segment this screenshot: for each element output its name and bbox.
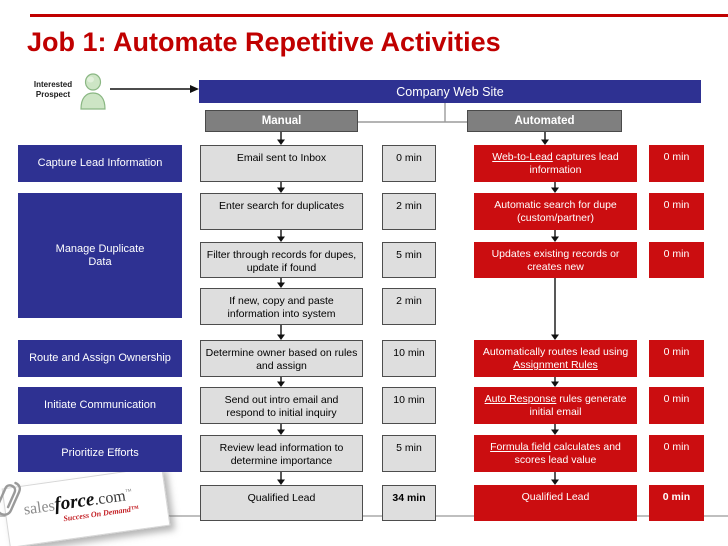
sidebar-item-manage-duplicates: Manage Duplicate Data — [18, 193, 182, 318]
manual-total-time: 34 min — [382, 485, 436, 521]
automated-step: Web-to-Lead captures lead information — [474, 145, 637, 182]
sidebar-item-route-assign: Route and Assign Ownership — [18, 340, 182, 377]
sidebar-item-prioritize-efforts: Prioritize Efforts — [18, 435, 182, 472]
manual-step: Enter search for duplicates — [200, 193, 363, 230]
page-title: Job 1: Automate Repetitive Activities — [27, 27, 501, 57]
automated-time: 0 min — [649, 340, 704, 377]
feature-link: Assignment Rules — [513, 359, 598, 371]
manual-step: Review lead information to determine imp… — [200, 435, 363, 472]
step-text: captures lead information — [529, 151, 619, 176]
manual-qualified-lead: Qualified Lead — [200, 485, 363, 521]
manual-step: If new, copy and paste information into … — [200, 288, 363, 325]
step-text: Qualified Lead — [521, 491, 590, 503]
automated-step: Auto Response rules generate initial ema… — [474, 387, 637, 424]
step-text: Automatically routes lead using — [482, 346, 629, 358]
manual-step: Determine owner based on rules and assig… — [200, 340, 363, 377]
manual-step: Send out intro email and respond to init… — [200, 387, 363, 424]
sidebar-item-capture-lead: Capture Lead Information — [18, 145, 182, 182]
automated-step: Automatically routes lead using Assignme… — [474, 340, 637, 377]
step-text: calculates and scores lead value — [514, 441, 621, 466]
logo-sales: sales — [22, 497, 56, 519]
logo-tm: ™ — [124, 488, 133, 497]
footer-divider — [0, 515, 728, 517]
salesforce-logo: salesforce.com™ Success On Demand™ — [0, 466, 171, 546]
feature-link: Auto Response — [484, 393, 557, 405]
manual-time: 5 min — [382, 435, 436, 472]
manual-time: 2 min — [382, 193, 436, 230]
step-text: Automatic search for dupe (custom/partne… — [494, 199, 617, 224]
automated-qualified-lead: Qualified Lead — [474, 485, 637, 521]
manual-time: 0 min — [382, 145, 436, 182]
automated-step: Updates existing records or creates new — [474, 242, 637, 278]
manual-step: Email sent to Inbox — [200, 145, 363, 182]
automated-time: 0 min — [649, 242, 704, 278]
step-text: Updates existing records or creates new — [491, 248, 620, 273]
automated-step: Formula field calculates and scores lead… — [474, 435, 637, 472]
paperclip-icon — [0, 481, 21, 516]
manual-time: 10 min — [382, 387, 436, 424]
title-rule — [30, 14, 728, 17]
feature-link: Formula field — [490, 441, 551, 453]
automated-total-time: 0 min — [649, 485, 704, 521]
manual-time: 2 min — [382, 288, 436, 325]
manual-column-header: Manual — [205, 110, 358, 132]
company-web-site-node: Company Web Site — [199, 80, 701, 103]
manual-time: 5 min — [382, 242, 436, 278]
person-icon — [80, 73, 106, 110]
automated-time: 0 min — [649, 145, 704, 182]
sidebar-item-initiate-communication: Initiate Communication — [18, 387, 182, 424]
automated-time: 0 min — [649, 193, 704, 230]
manual-time: 10 min — [382, 340, 436, 377]
prospect-label: Interested Prospect — [33, 80, 73, 99]
feature-link: Web-to-Lead — [492, 151, 553, 163]
automated-time: 0 min — [649, 435, 704, 472]
step-text: rules generate initial email — [529, 393, 627, 418]
automated-time: 0 min — [649, 387, 704, 424]
automated-column-header: Automated — [467, 110, 622, 132]
automated-step: Automatic search for dupe (custom/partne… — [474, 193, 637, 230]
manual-step: Filter through records for dupes, update… — [200, 242, 363, 278]
